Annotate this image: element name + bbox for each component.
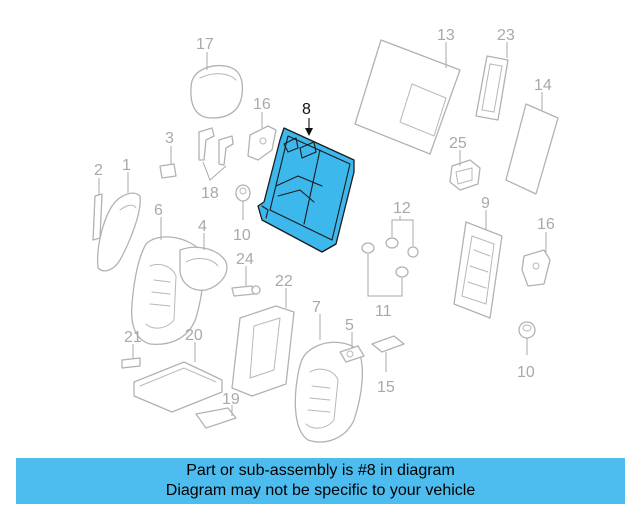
label-20: 20 xyxy=(185,327,203,344)
label-4: 4 xyxy=(198,218,207,235)
part-22-back-panel[interactable]: 22 xyxy=(231,273,295,397)
part-10-grommet-right[interactable]: 10 xyxy=(517,321,536,381)
label-5: 5 xyxy=(345,317,354,334)
part-19-end-cap[interactable]: 19 xyxy=(195,391,240,429)
parts-diagram-svg: 17 16 3 18 2 1 10 xyxy=(92,27,559,443)
part-14-panel[interactable]: 14 xyxy=(505,77,559,195)
part-24-pin[interactable]: 24 xyxy=(231,251,261,297)
label-18: 18 xyxy=(201,185,219,202)
label-1: 1 xyxy=(122,157,131,174)
label-9: 9 xyxy=(481,195,490,212)
label-10b: 10 xyxy=(517,364,535,381)
part-16-bracket-upper[interactable]: 16 xyxy=(247,96,277,161)
label-15: 15 xyxy=(377,379,395,396)
part-3-clip[interactable]: 3 xyxy=(159,130,177,179)
banner-line-1: Part or sub-assembly is #8 in diagram xyxy=(186,462,455,479)
part-15-bracket[interactable]: 15 xyxy=(371,335,405,396)
part-17-headrest[interactable]: 17 xyxy=(190,36,244,119)
label-11: 11 xyxy=(375,303,392,320)
label-17: 17 xyxy=(196,36,214,53)
part-16-bracket-lower[interactable]: 16 xyxy=(521,216,555,287)
part-13-panel[interactable]: 13 xyxy=(354,27,461,155)
part-5-buckle[interactable]: 5 xyxy=(339,317,365,363)
part-23-trim[interactable]: 23 xyxy=(475,27,515,121)
part-21-bolt[interactable]: 21 xyxy=(121,329,142,369)
banner-line-2: Diagram may not be specific to your vehi… xyxy=(165,482,476,499)
label-23: 23 xyxy=(497,27,515,44)
part-4-cushion[interactable]: 4 xyxy=(179,218,228,291)
label-12: 12 xyxy=(393,200,411,217)
label-10a: 10 xyxy=(233,227,251,244)
part-2-strip[interactable]: 2 xyxy=(92,162,103,241)
label-13: 13 xyxy=(437,27,455,44)
label-6: 6 xyxy=(154,202,163,219)
part-7-seat-back-right[interactable]: 7 xyxy=(294,299,363,443)
label-24: 24 xyxy=(236,251,254,268)
label-16a: 16 xyxy=(253,96,271,113)
part-12-clips[interactable]: 12 xyxy=(385,200,419,258)
label-25: 25 xyxy=(449,135,467,152)
label-2: 2 xyxy=(94,162,103,179)
part-1-bolster[interactable]: 1 xyxy=(96,157,141,272)
part-25-latch[interactable]: 25 xyxy=(449,135,481,191)
label-19: 19 xyxy=(222,391,240,408)
label-22: 22 xyxy=(275,273,293,290)
part-18-guides[interactable]: 18 xyxy=(198,127,234,202)
label-16b: 16 xyxy=(537,216,555,233)
part-20-lower-cover[interactable]: 20 xyxy=(133,327,223,413)
label-7: 7 xyxy=(312,299,321,316)
parts-diagram: 17 16 3 18 2 1 10 xyxy=(92,27,559,443)
part-10-grommet-left[interactable]: 10 xyxy=(233,184,251,244)
label-8: 8 xyxy=(302,101,311,118)
label-3: 3 xyxy=(165,130,174,147)
part-11-nuts[interactable]: 11 xyxy=(361,242,409,320)
label-14: 14 xyxy=(534,77,552,94)
part-8-seat-back-frame[interactable]: 8 xyxy=(257,101,355,253)
part-9-frame[interactable]: 9 xyxy=(453,195,503,319)
info-banner: Part or sub-assembly is #8 in diagram Di… xyxy=(16,458,625,504)
label-21: 21 xyxy=(124,329,142,346)
